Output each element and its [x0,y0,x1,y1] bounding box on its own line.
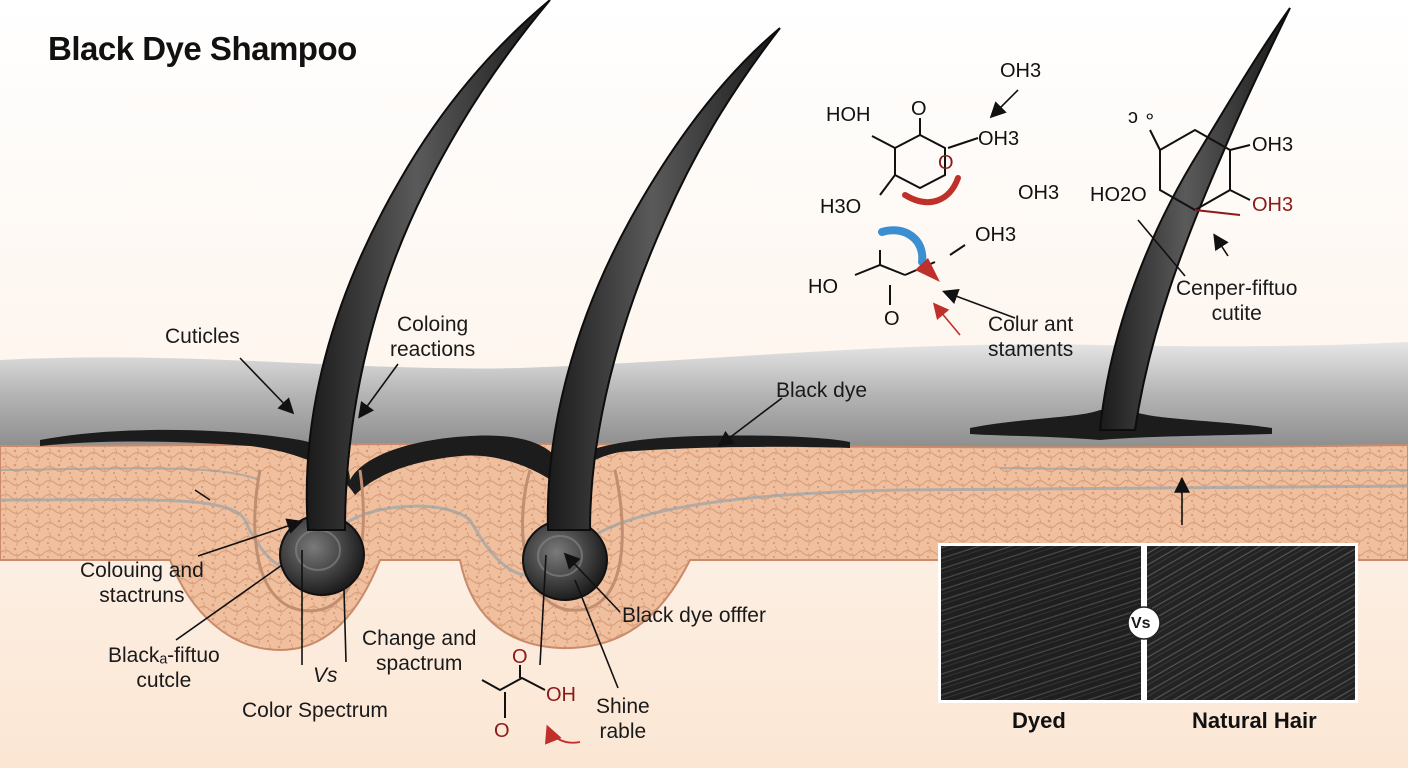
molecule-top-right [1149,128,1251,212]
natural-hair-swatch [1147,546,1355,700]
dyed-hair-swatch [941,546,1141,700]
chem-oh3-right-bottom: OH3 [1252,194,1294,216]
hair-shaft-right [1098,7,1291,431]
label-black-dye: Black dye [776,379,868,402]
black-dye-coating [40,429,850,495]
label-black-fiftuo-cuticle: Blackₐ-fiftuo cutcle [108,644,220,692]
chem-oh3-mid: OH3 [1018,182,1060,204]
chem-oh3-ring: OH3 [978,128,1020,150]
chem-ho: HO [808,276,838,298]
label-black-dye-offer: Black dye offfer [622,604,766,627]
page-title: Black Dye Shampoo [48,30,357,67]
caption-dyed: Dyed [1012,708,1066,733]
chem-hoh: HOH [826,104,871,126]
label-cenper-cutite: Cenper-fiftuo cutite [1176,277,1298,325]
chem-h3o: H3O [820,196,862,218]
chem-ho2o: HO2O [1090,184,1147,206]
chem-o-bottom-top: O [512,646,528,668]
chem-o: O [884,308,900,330]
label-cuticles: Cuticles [165,325,240,348]
label-coloring-reactions: Coloing reactions [390,313,476,361]
label-change-spectrum: Change and spactrum [362,627,477,675]
dermis-line [0,484,1408,578]
chem-o-bottom: O [494,720,510,742]
chem-o-right-top: ↄ ∘ [1128,106,1157,128]
caption-natural-hair: Natural Hair [1192,708,1317,733]
hair-bulb-right [522,519,608,601]
arrow-red-lower [932,302,961,336]
chem-oh3-top: OH3 [1000,60,1042,82]
comparison-vs-badge: Vs [1131,615,1151,632]
chem-o-ring: O [938,152,954,174]
leader-lines [175,89,1229,689]
molecule-top-left [871,118,979,196]
chem-o-top: O [911,98,927,120]
hair-shaft-left [305,0,551,531]
label-colur-statements: Colur ant staments [988,313,1074,361]
comparison-panel [938,543,1358,703]
reaction-arc-red [902,175,961,206]
chem-oh-bottom: OH [546,684,576,706]
label-vs-small: Vs [313,664,338,687]
reaction-pointer-red [915,258,940,282]
molecule-bottom [481,665,546,718]
hair-shaft-middle [546,27,781,531]
dermis-line-2 [0,467,1408,481]
label-colouring-structures: Colouing and stactruns [80,559,204,607]
label-shine-rable: Shine rable [596,695,650,743]
follicle-left [253,469,365,613]
arrow-red-bottom [545,724,581,745]
chem-oh3-right-top: OH3 [1252,134,1294,156]
chem-oh3-middle: OH3 [975,224,1017,246]
reaction-arc-blue [878,226,927,266]
follicle-right [521,469,624,612]
label-color-spectrum: Color Spectrum [242,699,388,722]
